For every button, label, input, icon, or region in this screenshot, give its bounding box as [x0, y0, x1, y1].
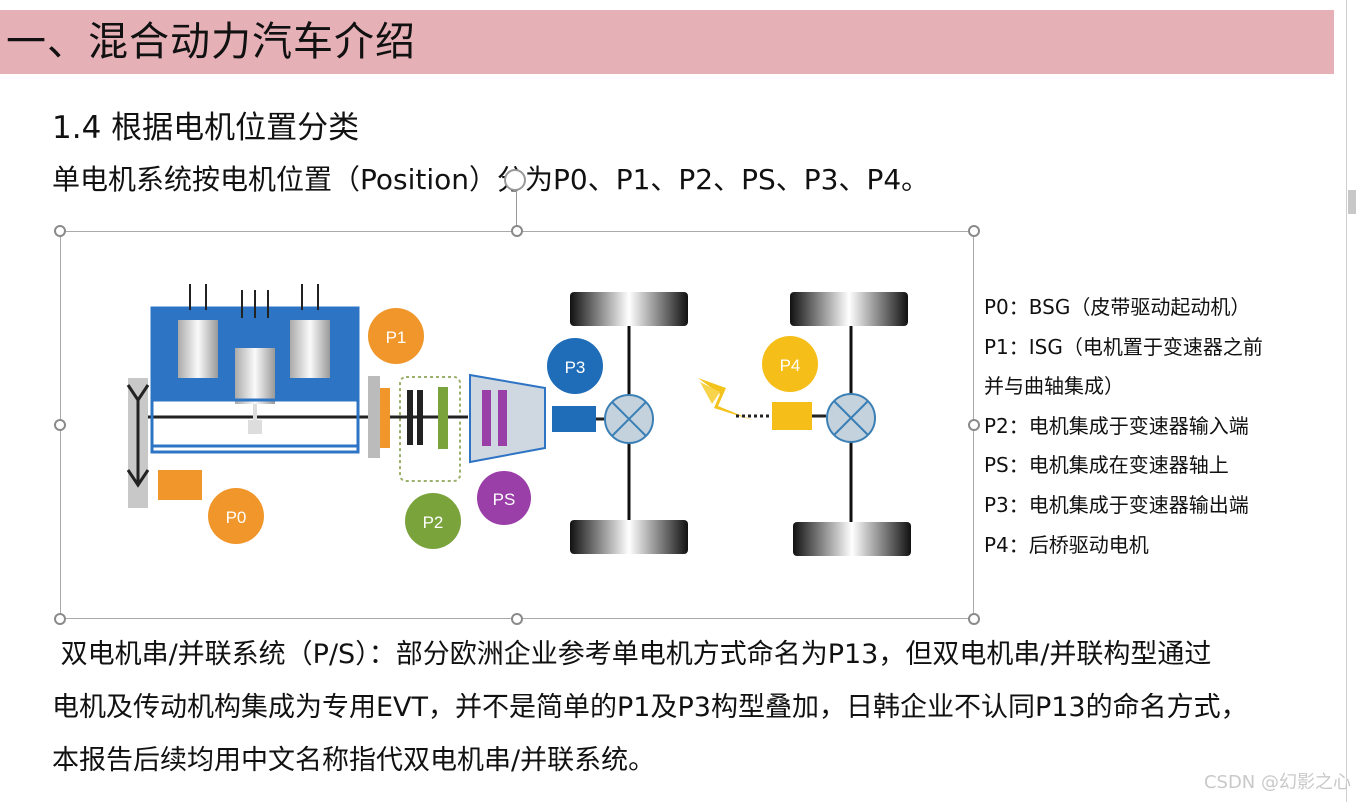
resize-handle-top-left[interactable]	[54, 225, 66, 237]
flywheel	[368, 376, 380, 458]
scrollbar-thumb[interactable]	[1348, 190, 1356, 214]
ps-badge: PS	[477, 471, 531, 525]
p4-motor-box	[772, 402, 812, 430]
rear-axle	[790, 292, 911, 556]
p3-motor-box	[552, 406, 596, 432]
p4-label: P4	[780, 356, 801, 375]
resize-handle-top[interactable]	[511, 225, 523, 237]
slide-title: 一、混合动力汽车介绍	[6, 19, 416, 65]
body-line: 电机及传动机构集成为专用EVT，并不是简单的P1及P3构型叠加，日韩企业不认同P…	[52, 692, 1248, 723]
resize-handle-bottom-left[interactable]	[54, 613, 66, 625]
rear-left-wheel	[790, 292, 908, 326]
legend-item: PS：电机集成在变速器轴上	[984, 453, 1229, 478]
legend-item: P3：电机集成于变速器输出端	[984, 492, 1249, 517]
rotate-connector	[516, 190, 517, 230]
legend-item: P4：后桥驱动电机	[984, 532, 1149, 557]
legend-item: P1：ISG（电机置于变速器之前	[984, 334, 1263, 359]
body-line: 双电机串/并联系统（P/S）：部分欧洲企业参考单电机方式命名为P13，但双电机串…	[52, 639, 1212, 670]
resize-handle-bottom-right[interactable]	[968, 613, 980, 625]
p4-badge: P4	[762, 336, 818, 392]
gearbox	[469, 373, 546, 464]
scrollbar-track[interactable]	[1346, 0, 1347, 802]
belt-pulley	[126, 378, 370, 508]
powertrain-diagram: P0 P1 P2 PS P3	[126, 284, 911, 556]
body-paragraph: 双电机串/并联系统（P/S）：部分欧洲企业参考单电机方式命名为P13，但双电机串…	[52, 628, 1337, 787]
resize-handle-left[interactable]	[54, 419, 66, 431]
legend-item: P2：电机集成于变速器输入端	[984, 413, 1249, 438]
p2-motor	[438, 387, 448, 449]
p0-badge: P0	[208, 488, 264, 544]
body-line: 本报告后续均用中文名称指代双电机串/并联系统。	[52, 745, 656, 776]
p1-motor	[380, 388, 390, 448]
p2-region	[399, 376, 461, 482]
rear-right-wheel	[793, 522, 911, 556]
p1-badge: P1	[368, 308, 424, 364]
motor-position-legend: P0：BSG（皮带驱动起动机） P1：ISG（电机置于变速器之前 并与曲轴集成）…	[984, 288, 1263, 565]
p0-motor-box	[158, 470, 202, 500]
p3-badge: P3	[547, 338, 603, 394]
resize-handle-right[interactable]	[968, 419, 980, 431]
p2-badge: P2	[405, 493, 461, 549]
resize-handle-top-right[interactable]	[968, 225, 980, 237]
section-heading: 1.4 根据电机位置分类	[52, 110, 360, 146]
engine-block	[150, 284, 360, 454]
lightning-icon	[698, 378, 752, 420]
title-bar: 一、混合动力汽车介绍	[0, 10, 1334, 74]
legend-item: 并与曲轴集成）	[984, 374, 1124, 399]
resize-handle-bottom[interactable]	[511, 613, 523, 625]
ps-label: PS	[493, 490, 516, 509]
legend-item: P0：BSG（皮带驱动起动机）	[984, 295, 1251, 319]
intro-text: 单电机系统按电机位置（Position）分为P0、P1、P2、PS、P3、P4。	[52, 163, 930, 196]
front-left-wheel	[570, 292, 688, 326]
p2-label: P2	[423, 513, 444, 532]
front-right-wheel	[570, 520, 688, 554]
p1-label: P1	[386, 328, 407, 347]
rotate-handle-icon[interactable]	[504, 169, 526, 191]
p3-label: P3	[565, 358, 586, 377]
watermark: CSDN @幻影之心	[1203, 772, 1351, 793]
front-axle	[570, 292, 688, 554]
p0-label: P0	[226, 508, 247, 527]
